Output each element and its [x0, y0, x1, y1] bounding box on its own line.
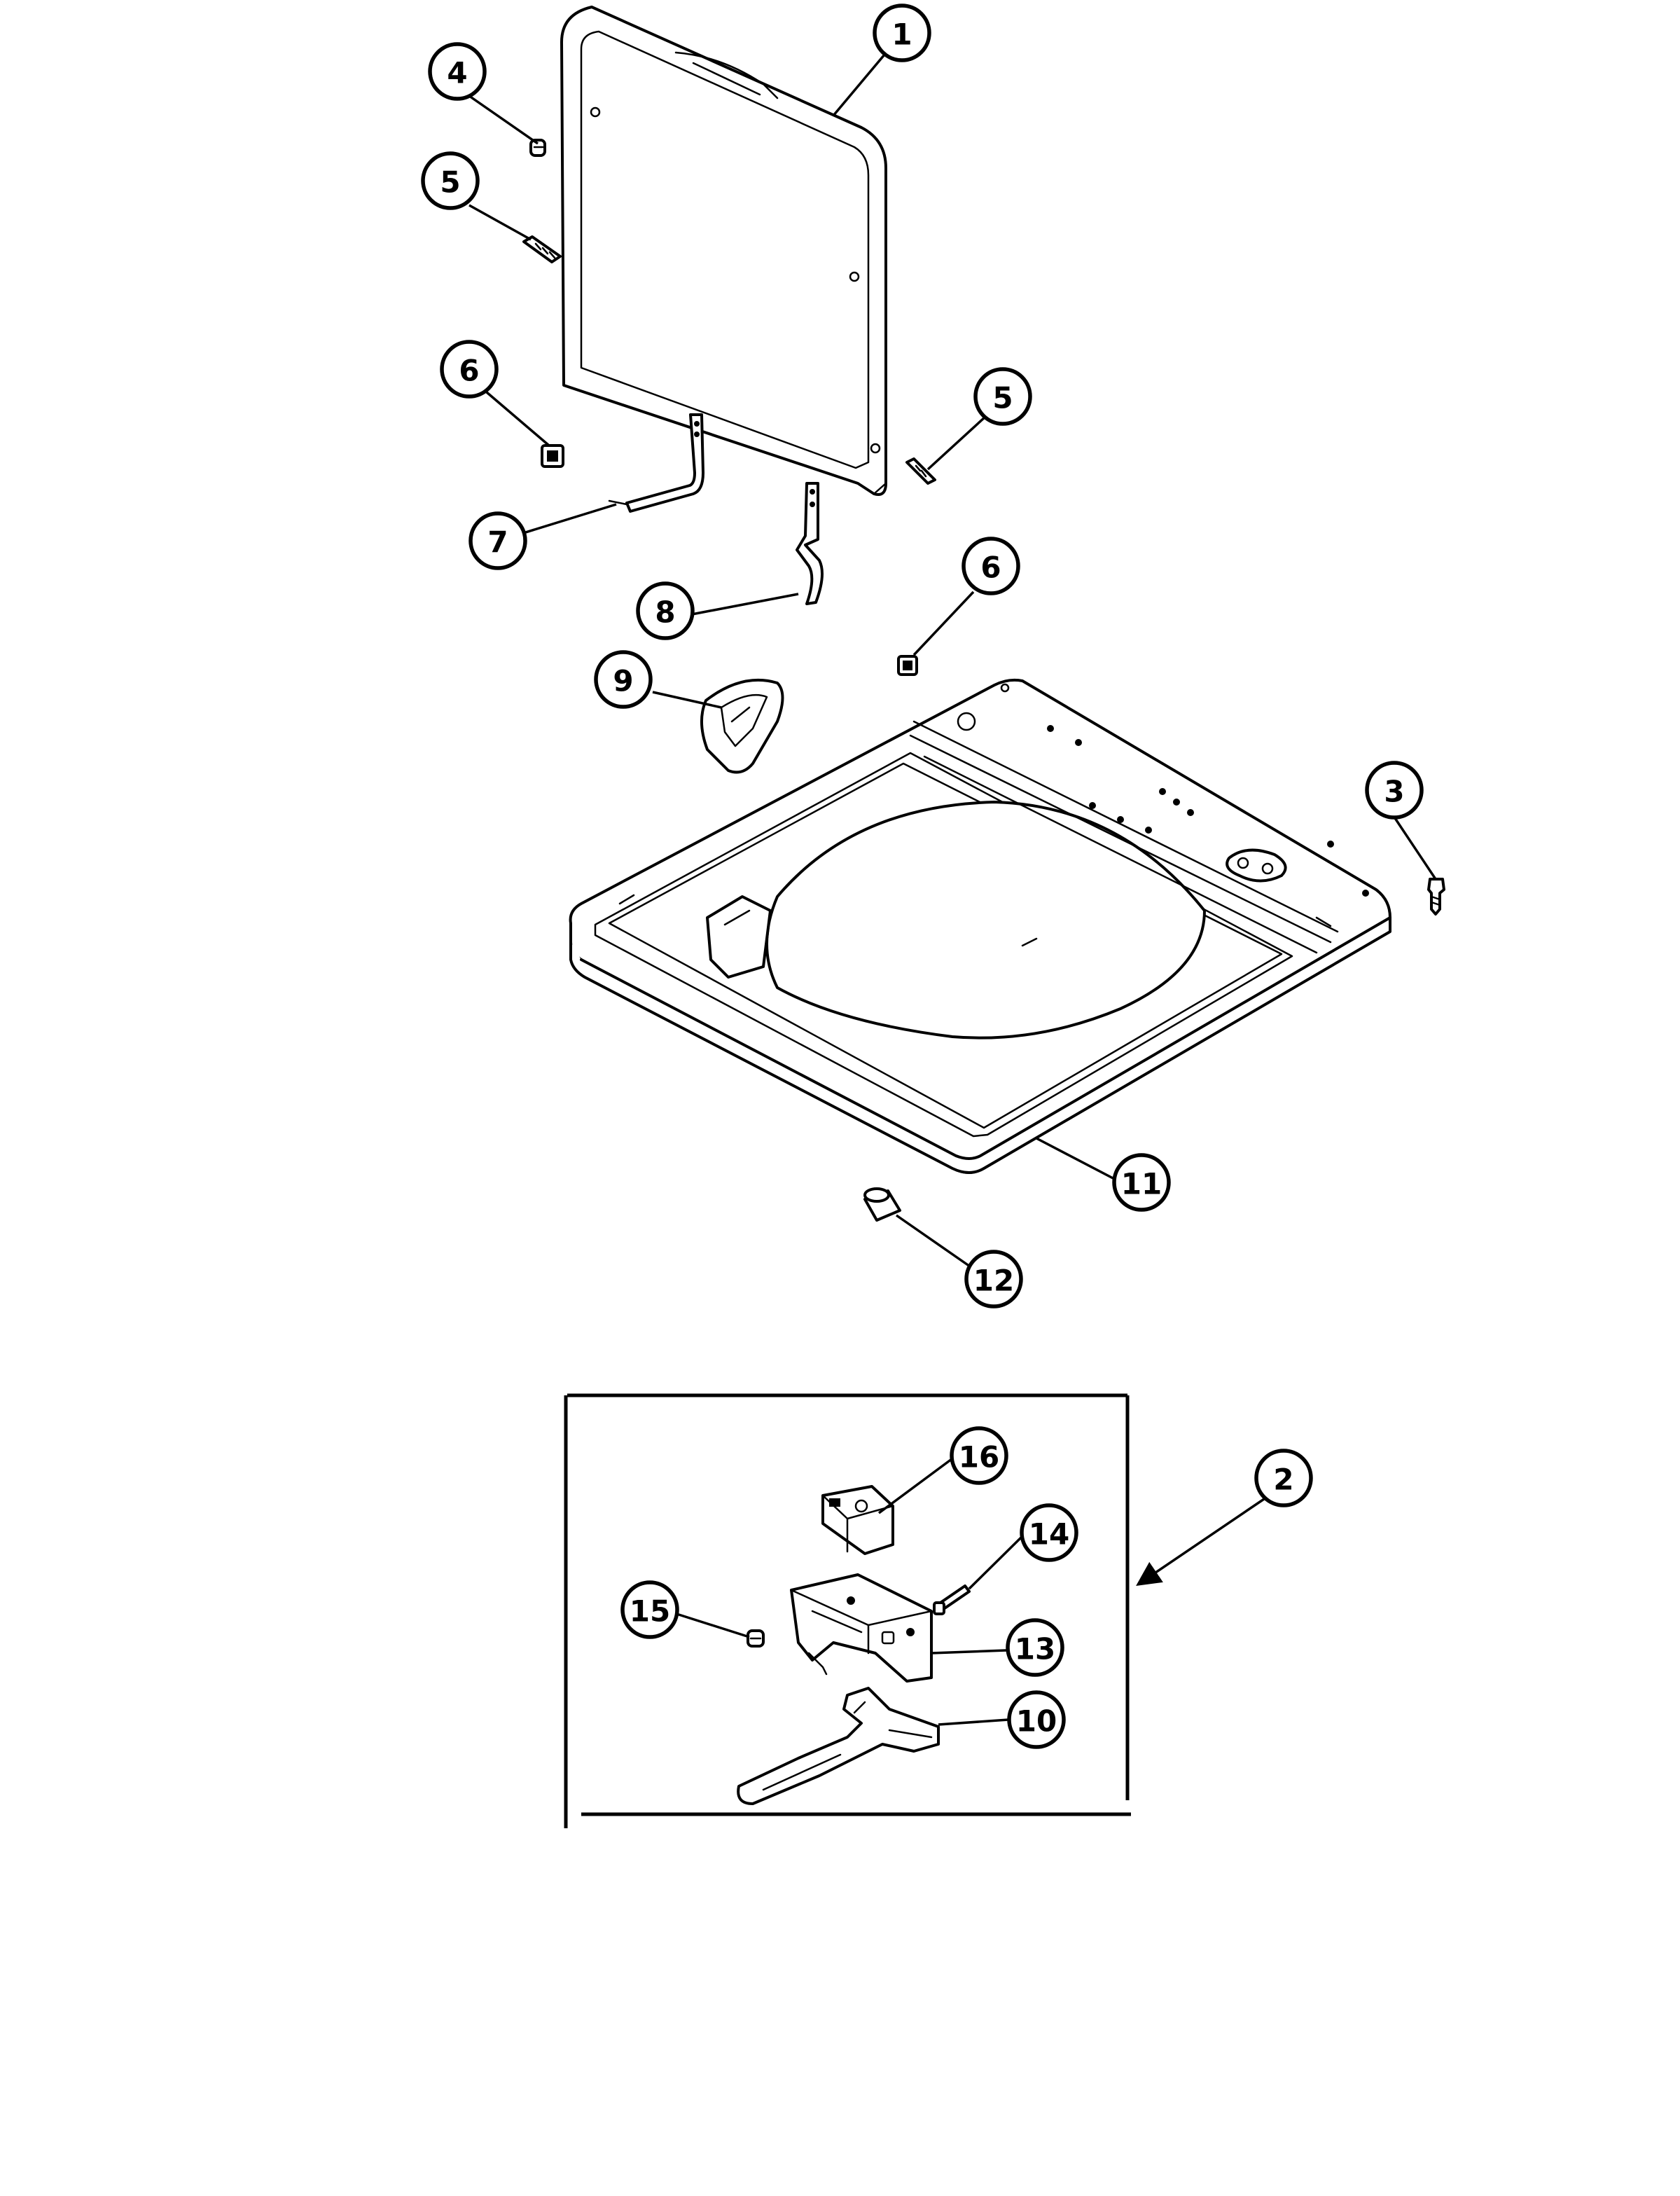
callout-10: 10 — [1007, 1690, 1066, 1749]
callout-5-upper: 5 — [421, 151, 480, 210]
callout-3-label: 3 — [1384, 775, 1404, 809]
callout-5-upper-label: 5 — [440, 165, 460, 200]
callout-3: 3 — [1365, 761, 1424, 820]
callout-9: 9 — [594, 650, 653, 709]
callout-1: 1 — [873, 4, 931, 62]
callout-15-label: 15 — [630, 1594, 670, 1629]
bracket-13-part — [790, 1573, 933, 1683]
callout-8-label: 8 — [655, 595, 675, 630]
callout-7-label: 7 — [487, 525, 508, 560]
screw-14-part — [933, 1584, 971, 1615]
callout-14-label: 14 — [1029, 1517, 1069, 1552]
callout-10-label: 10 — [1016, 1704, 1057, 1739]
callout-13-label: 13 — [1015, 1632, 1055, 1666]
plug-12-part — [863, 1187, 901, 1222]
lever-10-part — [737, 1687, 940, 1805]
lid-frame-part — [560, 6, 887, 496]
screw-4-part — [529, 139, 546, 157]
callout-12: 12 — [964, 1250, 1023, 1308]
callout-2: 2 — [1254, 1449, 1313, 1507]
callout-6-upper-label: 6 — [459, 354, 479, 388]
callout-6-lower: 6 — [962, 537, 1020, 595]
clip-6-lower-part — [897, 655, 918, 676]
callout-4: 4 — [428, 42, 487, 101]
callout-5-right-label: 5 — [992, 381, 1013, 415]
switch-16-part — [821, 1485, 894, 1555]
screw-3-part — [1427, 878, 1445, 916]
hinge-rod-8-part — [796, 482, 824, 605]
callout-6-upper: 6 — [440, 340, 499, 399]
callout-4-label: 4 — [447, 56, 467, 90]
callout-16: 16 — [950, 1426, 1008, 1485]
screw-5-upper-part — [522, 235, 562, 263]
callout-7: 7 — [468, 511, 527, 570]
callout-8: 8 — [636, 581, 695, 640]
clip-6-upper-part — [541, 444, 564, 468]
callout-13: 13 — [1006, 1618, 1064, 1677]
callout-11: 11 — [1112, 1153, 1171, 1212]
callout-12-label: 12 — [973, 1264, 1014, 1298]
screw-5-right-part — [905, 457, 936, 485]
leader-lines — [461, 53, 1437, 1726]
callout-11-label: 11 — [1121, 1167, 1162, 1201]
callout-2-label: 2 — [1273, 1463, 1293, 1497]
inset-frame — [564, 1393, 1131, 1828]
hinge-rod-7-part — [608, 413, 704, 513]
screw-15-part — [747, 1629, 765, 1648]
callout-16-label: 16 — [959, 1440, 999, 1475]
top-cover-11-part — [569, 678, 1391, 1174]
dispenser-9-part — [700, 678, 784, 774]
callout-5-right: 5 — [973, 367, 1032, 426]
callout-15: 15 — [620, 1580, 679, 1639]
callout-14: 14 — [1020, 1503, 1078, 1562]
callout-9-label: 9 — [613, 664, 633, 698]
callout-1-label: 1 — [891, 18, 912, 52]
callout-6-lower-label: 6 — [980, 551, 1001, 585]
